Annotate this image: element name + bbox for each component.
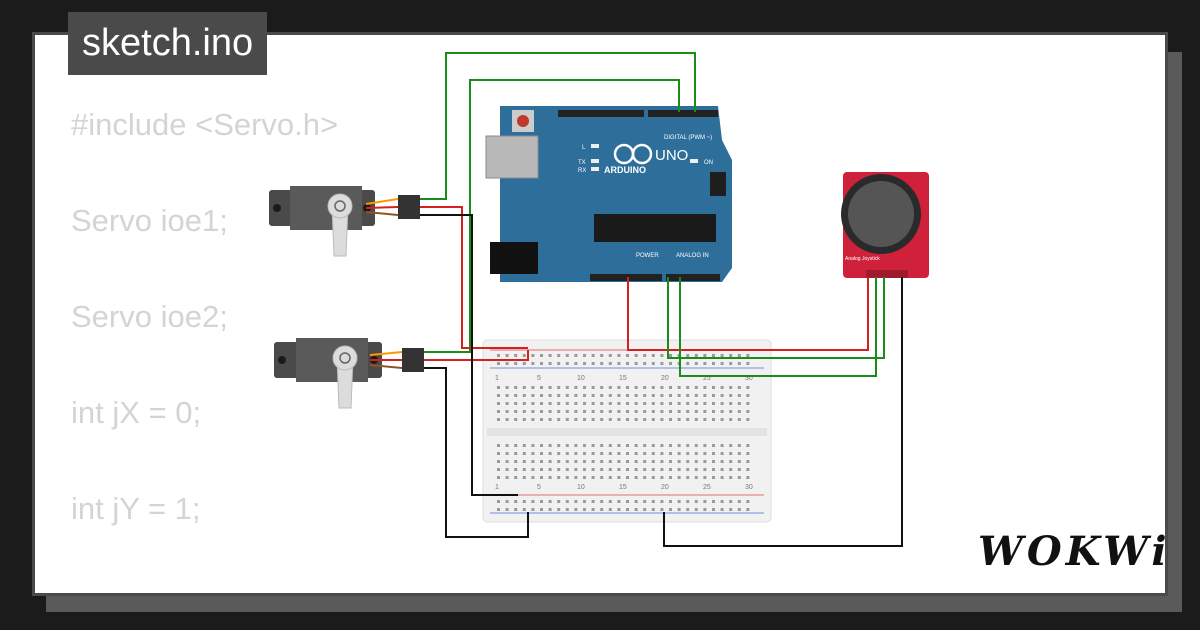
bb-col-1: 1: [495, 375, 499, 382]
bb-col-30-b: 30: [745, 484, 753, 491]
digital-header-left: [558, 110, 644, 117]
code-line-3: Servo ioe2;: [71, 299, 228, 334]
code-line-5: int jY = 1;: [71, 491, 201, 526]
arduino-logo-icon: [613, 143, 653, 165]
led-label-rx: RX: [578, 168, 586, 174]
breadboard[interactable]: 1 5 10 15 20 25 30 1 5 10 15 20 25 30: [482, 339, 772, 523]
power-jack: [490, 242, 538, 274]
bb-col-1-b: 1: [495, 484, 499, 491]
power-pins-label: POWER: [636, 253, 659, 259]
analog-header: [666, 274, 720, 281]
arduino-uno-board[interactable]: UNO ARDUINO DIGITAL (PWM ~) POWER ANALOG…: [485, 106, 732, 282]
atmega-chip: [594, 214, 716, 242]
led-label-l: L: [582, 145, 586, 151]
usb-port: [485, 135, 539, 179]
analog-joystick[interactable]: Analog Joystick: [841, 172, 929, 278]
led-label-tx: TX: [578, 160, 586, 166]
breadboard-holes: [497, 354, 750, 511]
code-line-2: Servo ioe1;: [71, 203, 228, 238]
servo-1-horn-icon: [334, 200, 346, 212]
analog-pins-label: ANALOG IN: [676, 253, 709, 259]
file-name-tab[interactable]: sketch.ino: [68, 12, 268, 75]
wires: [420, 52, 903, 547]
bb-col-10-b: 10: [577, 484, 585, 491]
bb-col-15-b: 15: [619, 484, 627, 491]
bb-col-20-b: 20: [661, 484, 669, 491]
bb-col-5-b: 5: [537, 484, 541, 491]
code-line-1: #include <Servo.h>: [71, 107, 339, 142]
servo-2-horn-icon: [339, 352, 351, 364]
board-brand-label: ARDUINO: [604, 165, 646, 175]
digital-pins-label: DIGITAL (PWM ~): [664, 135, 712, 141]
bb-col-25: 25: [703, 375, 711, 382]
power-header: [590, 274, 662, 281]
bb-col-30: 30: [745, 375, 753, 382]
digital-header-right: [648, 110, 718, 117]
bb-col-15: 15: [619, 375, 627, 382]
joystick-label: Analog Joystick: [845, 256, 880, 262]
servo-motor-1[interactable]: [269, 186, 420, 257]
servo-leads: [365, 198, 403, 369]
bb-col-5: 5: [537, 375, 541, 382]
wokwi-logo: WOKWi: [978, 528, 1171, 575]
code-line-4: int jX = 0;: [71, 395, 202, 430]
breadboard-labels: 1 5 10 15 20 25 30 1 5 10 15 20 25 30: [495, 375, 753, 491]
servo-motor-2[interactable]: [274, 338, 424, 409]
bb-col-20: 20: [661, 375, 669, 382]
board-model-label: UNO: [655, 147, 688, 164]
bb-col-10: 10: [577, 375, 585, 382]
bb-col-25-b: 25: [703, 484, 711, 491]
code-line-6: int x, y;: [71, 587, 169, 593]
led-label-on: ON: [704, 160, 713, 166]
